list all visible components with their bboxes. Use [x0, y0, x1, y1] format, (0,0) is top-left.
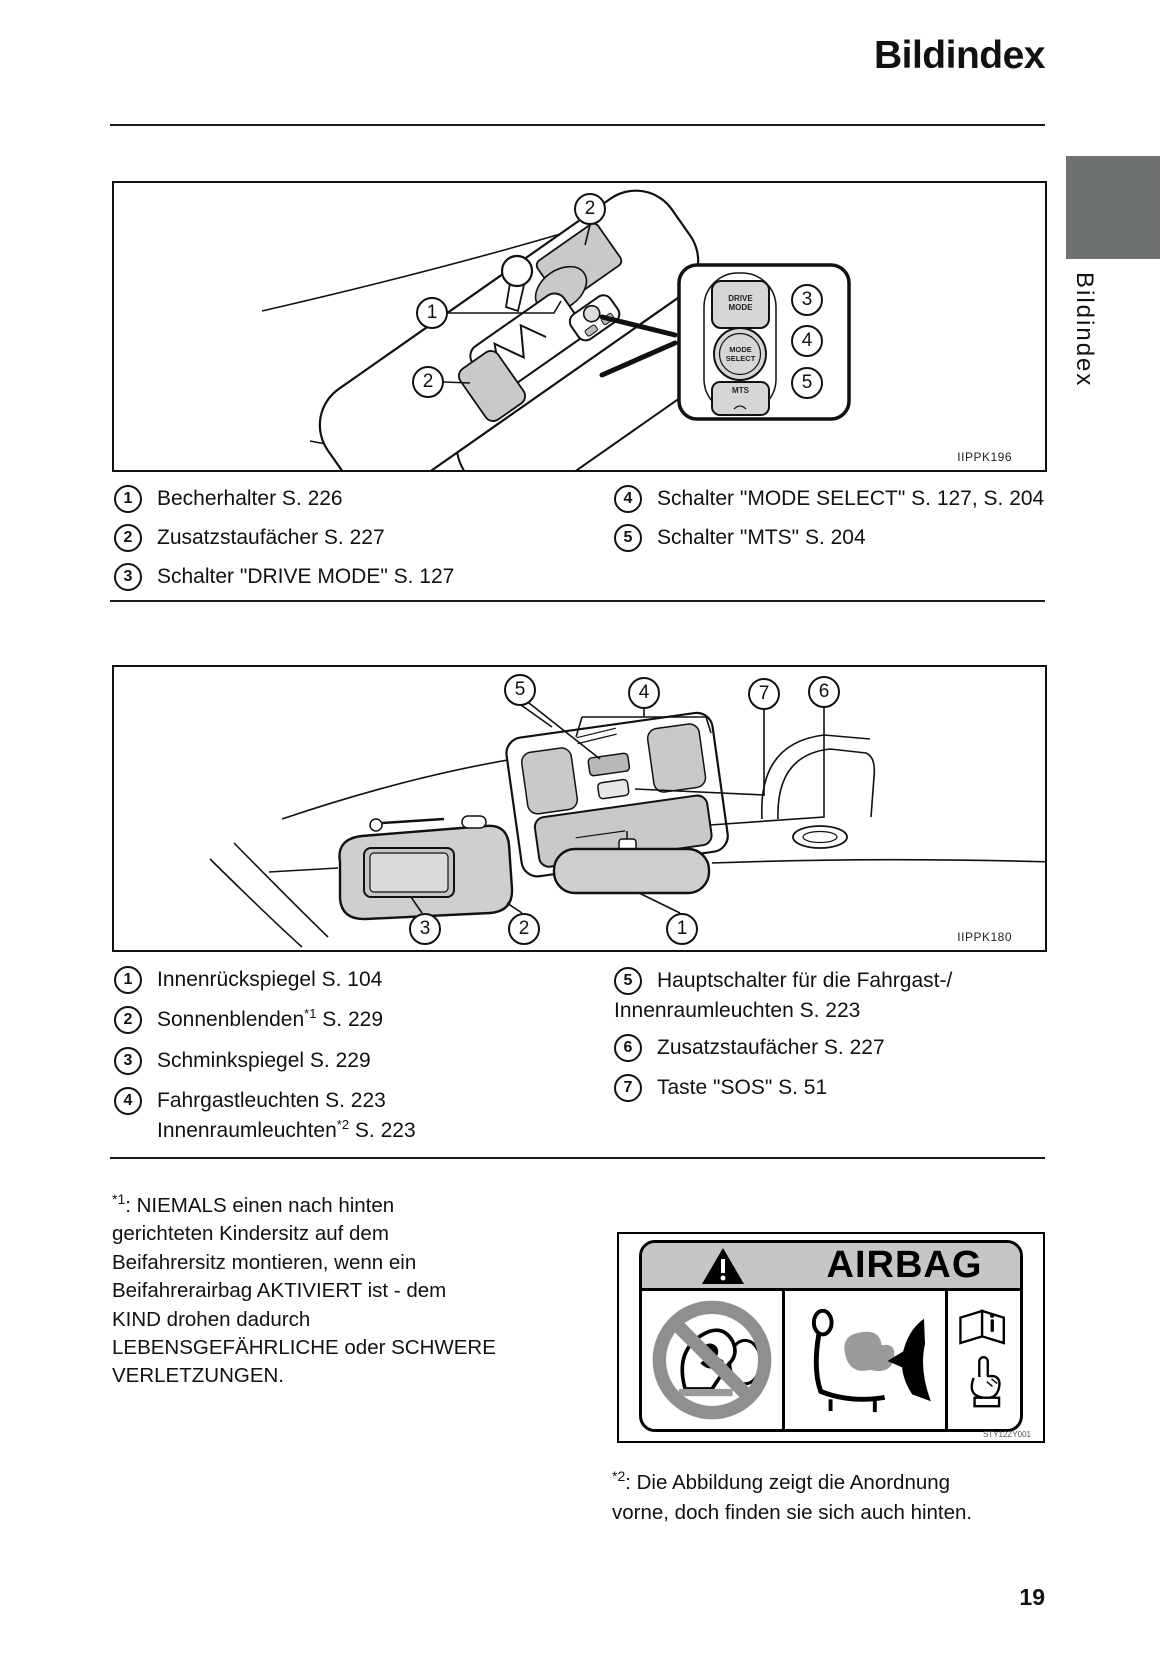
- callout-2-tray: 2: [574, 193, 606, 225]
- callout-3-drive-mode: 3: [791, 284, 823, 316]
- airbag-panel-deployment: [785, 1291, 948, 1429]
- legend-item: 5 Hauptschalter für die Fahrgast-/: [614, 967, 952, 995]
- legend-text: Schminkspiegel S. 229: [157, 1049, 371, 1072]
- figure-overhead-console: 5 4 7 6 3 2 1 IIPPK180: [112, 665, 1047, 952]
- legend-text: Schalter "MODE SELECT" S. 127, S. 204: [657, 487, 1045, 510]
- footnote-line: LEBENSGEFÄHRLICHE oder SCHWERE: [112, 1336, 496, 1360]
- footnote-line: vorne, doch finden sie sich auch hinten.: [612, 1501, 973, 1524]
- callout-1-mirror: 1: [666, 913, 698, 945]
- airbag-label-code: STY12ZY001: [982, 1430, 1031, 1439]
- legend-text: Zusatzstaufächer S. 227: [157, 526, 385, 549]
- legend-number: 2: [114, 524, 142, 552]
- center-console-illustration: [261, 189, 851, 470]
- airbag-label-body: [642, 1291, 1020, 1429]
- legend-number: 7: [614, 1074, 642, 1102]
- section-tab-marker: [1066, 156, 1160, 259]
- footnote-line: *2: Die Abbildung zeigt die Anordnung: [612, 1468, 951, 1494]
- footnote-2: *2: Die Abbildung zeigt die Anordnung vo…: [612, 1468, 1042, 1528]
- airbag-label-header: AIRBAG: [642, 1243, 1020, 1291]
- airbag-title: AIRBAG: [826, 1244, 983, 1286]
- legend-item: 4 Fahrgastleuchten S. 223: [114, 1087, 386, 1115]
- legend-item-continuation: Innenraumleuchten*2 S. 223: [157, 1117, 416, 1142]
- legend-item: 5 Schalter "MTS" S. 204: [614, 524, 866, 552]
- airbag-panel-prohibition: [642, 1291, 785, 1429]
- warning-triangle-icon: [702, 1248, 744, 1284]
- legend-item: 3 Schalter "DRIVE MODE" S. 127: [114, 563, 454, 591]
- airbag-deployment-icon: [811, 1308, 931, 1413]
- footnote-line: Beifahrersitz montieren, wenn ein: [112, 1250, 417, 1274]
- legend-item: 7 Taste "SOS" S. 51: [614, 1074, 827, 1102]
- legend-item: 4 Schalter "MODE SELECT" S. 127, S. 204: [614, 485, 1044, 513]
- callout-2-compartment: 2: [412, 366, 444, 398]
- figure2-code: IIPPK180: [957, 930, 1012, 944]
- legend-number: 6: [614, 1034, 642, 1062]
- legend-number: 5: [614, 967, 642, 995]
- airbag-panel-manual: [948, 1291, 1020, 1429]
- legend-text: Taste "SOS" S. 51: [657, 1076, 828, 1099]
- callout-4-lamps: 4: [628, 677, 660, 709]
- callout-5-mts: 5: [791, 367, 823, 399]
- footnote-line: Beifahrerairbag AKTIVIERT ist - dem: [112, 1279, 447, 1303]
- callout-7-sos: 7: [748, 678, 780, 710]
- title-divider: [110, 124, 1045, 126]
- legend-number: 4: [114, 1087, 142, 1115]
- section-divider: [110, 1157, 1045, 1159]
- legend-text: Hauptschalter für die Fahrgast-/: [657, 969, 953, 992]
- figure-center-console: DRIVE MODE MODE SELECT MTS 2 1 2 3 4 5 I…: [112, 181, 1047, 472]
- airbag-warning-label: AIRBAG: [617, 1232, 1045, 1443]
- callout-4-mode-select: 4: [791, 325, 823, 357]
- legend-item: 2 Zusatzstaufächer S. 227: [114, 524, 385, 552]
- read-manual-icon: [959, 1309, 1005, 1408]
- legend-number: 4: [614, 485, 642, 513]
- page-title: Bildindex: [873, 34, 1046, 77]
- callout-3-vanity: 3: [409, 913, 441, 945]
- section-divider: [110, 600, 1045, 602]
- legend-number: 1: [114, 966, 142, 994]
- drive-mode-button-label: DRIVE MODE: [728, 294, 753, 312]
- callout-5-main-switch: 5: [504, 674, 536, 706]
- legend-number: 2: [114, 1006, 142, 1034]
- legend-text: Innenrückspiegel S. 104: [157, 968, 383, 991]
- legend-text: Becherhalter S. 226: [157, 487, 343, 510]
- legend-number: 1: [114, 485, 142, 513]
- legend-text: Schalter "DRIVE MODE" S. 127: [157, 565, 455, 588]
- figure1-code: IIPPK196: [957, 450, 1012, 464]
- legend-text: Schalter "MTS" S. 204: [657, 526, 866, 549]
- footnote-1: *1: NIEMALS einen nach hinten gerichtete…: [112, 1192, 532, 1391]
- footnote-line: KIND drohen dadurch: [112, 1307, 311, 1331]
- mode-select-button-label: MODE SELECT: [725, 345, 756, 363]
- legend-number: 3: [114, 563, 142, 591]
- footnote-line: gerichteten Kindersitz auf dem: [112, 1222, 389, 1246]
- mts-button-label: MTS: [732, 386, 749, 395]
- legend-text: Fahrgastleuchten S. 223: [157, 1089, 386, 1112]
- legend-item: 1 Becherhalter S. 226: [114, 485, 343, 513]
- legend-text: Sonnenblenden*1 S. 229: [157, 1006, 384, 1031]
- legend-text: Zusatzstaufächer S. 227: [657, 1036, 885, 1059]
- legend-item: 1 Innenrückspiegel S. 104: [114, 966, 382, 994]
- page-number: 19: [1019, 1584, 1045, 1610]
- airbag-label-frame: AIRBAG: [639, 1240, 1023, 1432]
- callout-6-tray: 6: [808, 676, 840, 708]
- callout-1-cupholder: 1: [416, 297, 448, 329]
- overhead-console-illustration: [209, 702, 1045, 948]
- legend-item: 2 Sonnenblenden*1 S. 229: [114, 1006, 383, 1034]
- callout-2-visor: 2: [508, 913, 540, 945]
- footnote-line: *1: NIEMALS einen nach hinten: [112, 1191, 395, 1217]
- no-rear-facing-child-seat-icon: [652, 1300, 772, 1420]
- section-tab-label: Bildindex: [1071, 272, 1098, 388]
- legend-item: 3 Schminkspiegel S. 229: [114, 1047, 371, 1075]
- legend-item-continuation: Innenraumleuchten S. 223: [614, 999, 861, 1022]
- legend-item: 6 Zusatzstaufächer S. 227: [614, 1034, 885, 1062]
- legend-number: 5: [614, 524, 642, 552]
- legend-number: 3: [114, 1047, 142, 1075]
- footnote-line: VERLETZUNGEN.: [112, 1364, 284, 1388]
